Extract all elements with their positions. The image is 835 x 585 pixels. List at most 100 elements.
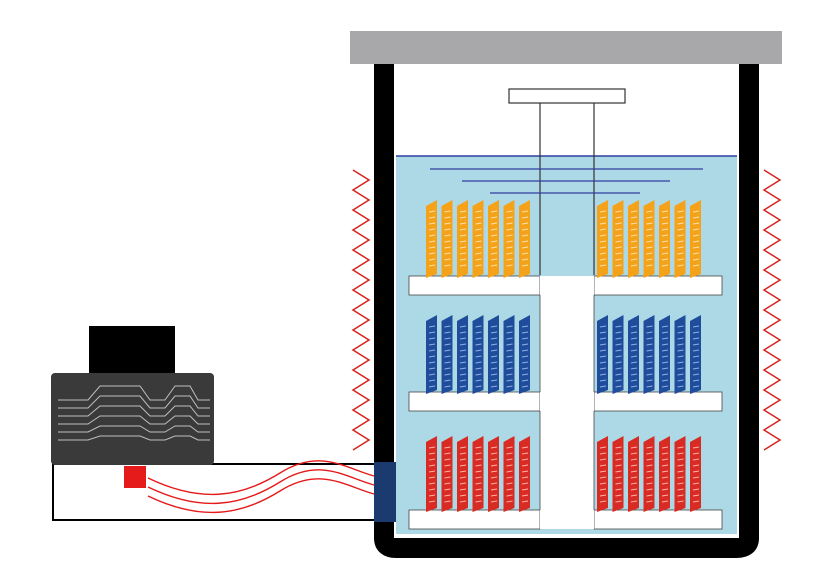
board-groups (426, 200, 701, 512)
board-chip (630, 361, 638, 364)
board-chip (692, 482, 700, 485)
server-rack (408, 275, 723, 530)
circuit-board (426, 436, 437, 512)
board-chip (521, 343, 529, 346)
board-chip (692, 349, 700, 352)
board-chip (599, 470, 607, 473)
board-chip (475, 500, 482, 503)
board-chip (506, 500, 513, 503)
board-chip (490, 234, 498, 237)
board-chip (490, 488, 498, 491)
board-chip (646, 494, 653, 497)
board-chip (475, 331, 482, 334)
circuit-board (643, 436, 655, 512)
board-chip (630, 452, 638, 455)
circuit-board (503, 200, 515, 278)
board-chip (506, 222, 513, 225)
board-chip (615, 464, 622, 467)
board-chip (444, 258, 451, 261)
board-chip (428, 258, 436, 261)
board-chip (692, 264, 700, 267)
board-chip (646, 446, 653, 449)
board-chip (599, 373, 607, 376)
board-chip (490, 452, 498, 455)
board-chip (646, 234, 653, 237)
board-chip (428, 488, 436, 491)
machine-wire (58, 385, 210, 401)
board-chip (475, 379, 482, 382)
board-chip (661, 488, 669, 491)
board-chip (444, 222, 451, 225)
board-chip (521, 385, 529, 388)
board-chip (506, 337, 513, 340)
board-chip (444, 488, 451, 491)
board-chip (521, 246, 529, 249)
board-chip (615, 488, 622, 491)
board-chip (475, 446, 482, 449)
board-chip (428, 355, 436, 358)
machine-wire (58, 425, 210, 433)
board-chip (506, 373, 513, 376)
board-chip (428, 446, 436, 449)
board-chip (490, 385, 498, 388)
board-chip (661, 258, 669, 261)
circuit-board (674, 436, 686, 512)
board-chip (646, 452, 653, 455)
board-chip (428, 246, 436, 249)
board-chip (490, 500, 498, 503)
board-chip (475, 476, 482, 479)
board-chip (646, 373, 653, 376)
board-chip (677, 252, 684, 255)
board-chip (692, 228, 700, 231)
board-chip (661, 216, 669, 219)
board-chip (646, 216, 653, 219)
board-chip (521, 488, 529, 491)
board-chip (630, 234, 638, 237)
board-chip (646, 482, 653, 485)
board-chip (428, 325, 436, 328)
board-chip (475, 258, 482, 261)
board-chip (677, 240, 684, 243)
board-chip (521, 446, 529, 449)
circuit-board (628, 200, 639, 278)
board-chip (615, 216, 622, 219)
board-chip (444, 373, 451, 376)
ripple-lines (430, 168, 703, 194)
board-chip (677, 246, 684, 249)
board-chip (661, 343, 669, 346)
board-chip (599, 246, 607, 249)
board-chip (506, 494, 513, 497)
board-chip (615, 500, 622, 503)
board-chip (615, 337, 622, 340)
board-chip (506, 246, 513, 249)
board-chip (677, 210, 684, 213)
board-chip (475, 367, 482, 370)
board-chip (459, 343, 467, 346)
board-chip (490, 325, 498, 328)
board-chip (459, 325, 467, 328)
board-chip (661, 246, 669, 249)
board-chip (444, 482, 451, 485)
board-chip (677, 264, 684, 267)
board-chip (677, 476, 684, 479)
rack-shelf-right (593, 509, 723, 530)
board-chip (490, 482, 498, 485)
board-chip (444, 325, 451, 328)
board-chip (490, 361, 498, 364)
board-chip (521, 252, 529, 255)
machine-wire (58, 405, 210, 417)
circuit-board (674, 200, 686, 278)
board-chip (630, 488, 638, 491)
board-chip (444, 210, 451, 213)
board-chip (459, 385, 467, 388)
board-chip (506, 367, 513, 370)
board-chip (692, 385, 700, 388)
board-chip (692, 488, 700, 491)
board-chip (521, 234, 529, 237)
board-chip (475, 240, 482, 243)
board-chip (646, 476, 653, 479)
board-chip (459, 464, 467, 467)
board-chip (677, 331, 684, 334)
circuit-board (612, 436, 624, 512)
circuit-board (519, 200, 530, 278)
